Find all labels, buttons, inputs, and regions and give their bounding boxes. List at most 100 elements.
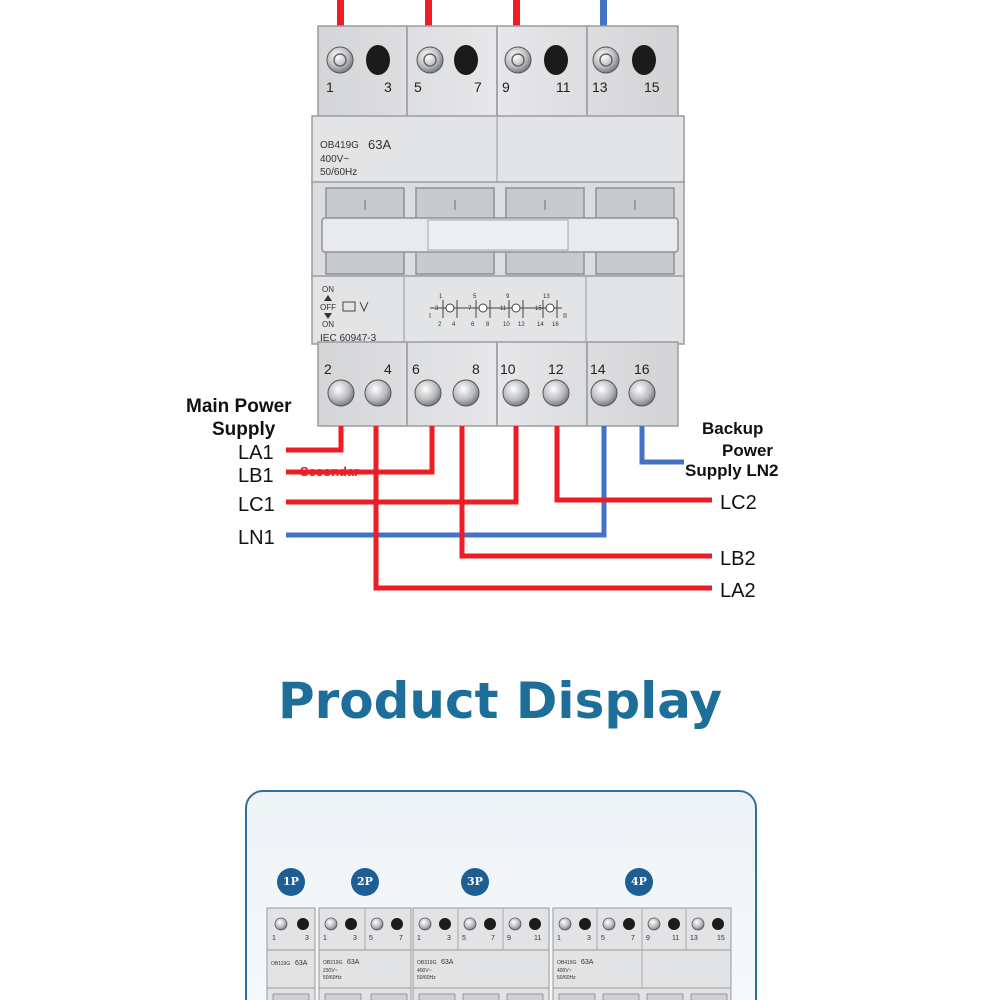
wire-ln1 <box>286 426 607 538</box>
label-lb2: LB2 <box>720 548 756 570</box>
top-terminal-numbers: 1 3 5 7 9 11 13 15 <box>326 79 660 95</box>
arrow-down-icon <box>324 313 332 319</box>
voltage-rating: 400V~ <box>320 154 349 165</box>
terminal-hole <box>529 918 541 930</box>
svg-text:15: 15 <box>717 935 725 942</box>
terminal-number: 1 <box>326 79 334 95</box>
wire-lb2 <box>459 426 712 559</box>
screw-icon[interactable] <box>504 46 532 74</box>
screw-icon <box>274 917 288 931</box>
secondary-label: Secondar <box>300 464 359 479</box>
screw-icon[interactable] <box>364 379 392 407</box>
certification-mark-icon <box>342 301 356 312</box>
svg-text:63A: 63A <box>581 959 594 966</box>
main-power-label-line1: Main Power <box>186 396 292 417</box>
badge-1p[interactable]: 1P <box>277 868 305 896</box>
terminal-hole <box>623 918 635 930</box>
breaker-body <box>311 25 685 427</box>
terminal-hole <box>439 918 451 930</box>
badge-2p[interactable]: 2P <box>351 868 379 896</box>
terminal-hole <box>345 918 357 930</box>
wire-lb1 <box>286 426 435 475</box>
svg-text:230V~: 230V~ <box>323 968 338 974</box>
lower-front-panel <box>311 275 685 345</box>
svg-text:3: 3 <box>587 935 591 942</box>
terminal-hole <box>391 918 403 930</box>
svg-text:63A: 63A <box>441 959 454 966</box>
product-unit-2p: 1 3 5 7 OB219G 63A 230V~ 50/60Hz <box>318 907 412 1000</box>
terminal-number: 8 <box>472 361 480 377</box>
label-lc1: LC1 <box>238 494 275 516</box>
switch-state-legend: ON OFF ON IEC 60947-3 <box>320 285 377 344</box>
backup-label-line3: Supply LN2 <box>685 461 779 480</box>
terminal-hole <box>484 918 496 930</box>
svg-text:63A: 63A <box>295 960 308 967</box>
svg-text:9: 9 <box>646 935 650 942</box>
model-number: OB419G <box>320 140 359 151</box>
wiring <box>286 426 712 591</box>
screw-icon[interactable] <box>628 379 656 407</box>
backup-label-line2: Power <box>722 441 773 460</box>
wire-labels: LA1 LB1 LC1 LN1 LC2 LB2 LA2 <box>238 442 757 602</box>
switch-contact <box>545 303 555 313</box>
svg-text:13: 13 <box>690 935 698 942</box>
screw-icon <box>691 917 705 931</box>
wire-la2 <box>373 426 712 591</box>
badge-4p[interactable]: 4P <box>625 868 653 896</box>
screw-icon[interactable] <box>327 379 355 407</box>
svg-text:7: 7 <box>468 306 472 312</box>
top-wire-1 <box>337 0 344 30</box>
terminal-number: 11 <box>556 79 571 95</box>
screw-icon[interactable] <box>326 46 354 74</box>
svg-text:12: 12 <box>518 322 525 328</box>
bottom-screws <box>327 379 656 407</box>
screw-icon <box>558 917 572 931</box>
screw-icon[interactable] <box>502 379 530 407</box>
terminal-number: 7 <box>474 79 482 95</box>
switch-contact <box>445 303 455 313</box>
terminal-number: 15 <box>644 79 660 95</box>
screw-icon <box>324 917 338 931</box>
svg-text:400V~: 400V~ <box>557 968 572 974</box>
screw-icon <box>647 917 661 931</box>
terminal-hole <box>454 45 478 75</box>
switch-contact <box>478 303 488 313</box>
badge-3p[interactable]: 3P <box>461 868 489 896</box>
wire-ln2 <box>639 426 684 465</box>
terminal-number: 2 <box>324 361 332 377</box>
product-lineup: 1 3 OB119G 63A 1 3 5 7 OB219G 63A 230V~ … <box>266 907 732 1000</box>
svg-text:1: 1 <box>323 935 327 942</box>
terminal-hole <box>712 918 724 930</box>
terminal-hole <box>297 918 309 930</box>
screw-icon[interactable] <box>416 46 444 74</box>
screw-icon[interactable] <box>592 46 620 74</box>
screw-icon[interactable] <box>414 379 442 407</box>
state-on-bottom: ON <box>322 320 334 329</box>
screw-icon[interactable] <box>452 379 480 407</box>
screw-icon[interactable] <box>542 379 570 407</box>
label-la2: LA2 <box>720 580 756 602</box>
label-la1: LA1 <box>238 442 274 464</box>
label-ln1: LN1 <box>238 527 275 549</box>
svg-text:7: 7 <box>491 935 495 942</box>
arrow-up-icon <box>324 295 332 301</box>
section-title: Product Display <box>277 672 723 730</box>
terminal-hole <box>366 45 390 75</box>
product-unit-3p: 1 3 5 7 9 11 OB319G 63A 400V~ 50/60Hz <box>412 907 550 1000</box>
svg-text:OB419G: OB419G <box>557 960 577 966</box>
screw-icon <box>370 917 384 931</box>
supply-labels: Main Power Supply Backup Power Supply LN… <box>186 396 779 480</box>
terminal-number: 13 <box>592 79 608 95</box>
screw-icon <box>463 917 477 931</box>
terminal-hole <box>632 45 656 75</box>
screw-icon[interactable] <box>590 379 618 407</box>
top-wires <box>337 0 607 30</box>
svg-text:63A: 63A <box>347 959 360 966</box>
svg-text:2: 2 <box>438 322 442 328</box>
svg-text:50/60Hz: 50/60Hz <box>323 975 342 981</box>
screw-icon <box>602 917 616 931</box>
svg-text:11: 11 <box>534 935 541 942</box>
svg-text:7: 7 <box>631 935 635 942</box>
svg-text:11: 11 <box>672 935 679 942</box>
